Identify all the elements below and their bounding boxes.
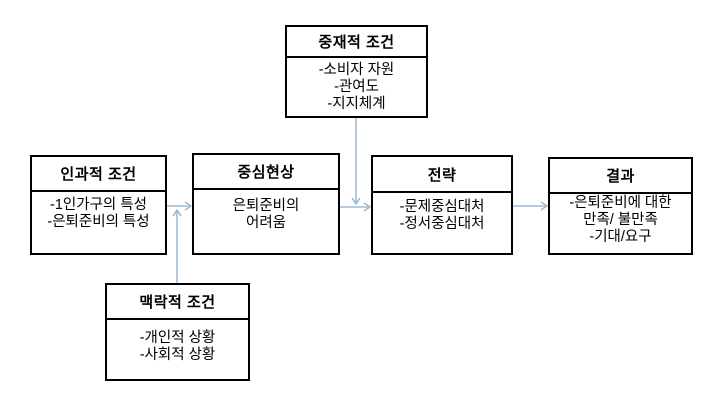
list-item: -문제중심대처 xyxy=(399,199,485,215)
box-result-title: 결과 xyxy=(550,159,691,194)
box-contextual-conditions: 맥락적 조건 -개인적 상황 -사회적 상황 xyxy=(105,283,250,381)
arrow-contextual-up xyxy=(172,208,182,283)
list-item: -개인적 상황 xyxy=(139,330,216,346)
arrow-right-icon xyxy=(184,201,193,211)
arrow-right-icon xyxy=(540,201,549,211)
list-item: -사회적 상황 xyxy=(139,347,216,363)
arrow-up-icon xyxy=(172,208,182,217)
arrow-intervening-down xyxy=(351,118,361,206)
arrow-right-icon xyxy=(363,202,372,212)
box-central-phenomenon-title: 중심현상 xyxy=(194,155,338,190)
box-contextual-conditions-body: -개인적 상황 -사회적 상황 xyxy=(107,320,248,364)
box-strategy-title: 전략 xyxy=(373,157,511,193)
box-intervening-conditions-body: -소비자 자원 -관여도 -지지체계 xyxy=(287,58,426,113)
list-item: -은퇴준비의 특성 xyxy=(47,214,150,230)
list-item: -소비자 자원 xyxy=(318,62,395,78)
box-causal-conditions-title: 인과적 조건 xyxy=(32,157,165,192)
list-item: 어려움 xyxy=(245,215,287,231)
list-item: -정서중심대처 xyxy=(399,216,485,232)
list-item: -관여도 xyxy=(334,79,379,95)
list-item: 은퇴준비의 xyxy=(232,198,300,214)
box-intervening-conditions-title: 중재적 조건 xyxy=(287,27,426,58)
box-strategy-body: -문제중심대처 -정서중심대처 xyxy=(373,193,511,233)
list-item: 만족/ 불만족 xyxy=(583,212,658,228)
box-result-body: -은퇴준비에 대한 만족/ 불만족 -기대/요구 xyxy=(550,194,691,246)
box-result: 결과 -은퇴준비에 대한 만족/ 불만족 -기대/요구 xyxy=(548,157,693,255)
box-central-phenomenon: 중심현상 은퇴준비의 어려움 xyxy=(192,153,340,255)
list-item: -은퇴준비에 대한 xyxy=(569,195,672,211)
box-contextual-conditions-title: 맥락적 조건 xyxy=(107,285,248,320)
box-causal-conditions-body: -1인가구의 특성 -은퇴준비의 특성 xyxy=(32,192,165,231)
box-intervening-conditions: 중재적 조건 -소비자 자원 -관여도 -지지체계 xyxy=(285,25,428,118)
list-item: -1인가구의 특성 xyxy=(50,197,147,213)
arrow-down-icon xyxy=(351,197,361,206)
arrow-causal-to-central xyxy=(167,201,193,211)
arrow-strategy-to-result xyxy=(513,201,549,211)
list-item: -지지체계 xyxy=(327,96,386,112)
arrow-central-to-strategy xyxy=(340,202,372,212)
box-central-phenomenon-body: 은퇴준비의 어려움 xyxy=(194,190,338,232)
list-item: -기대/요구 xyxy=(589,229,652,245)
box-strategy: 전략 -문제중심대처 -정서중심대처 xyxy=(371,155,513,255)
box-causal-conditions: 인과적 조건 -1인가구의 특성 -은퇴준비의 특성 xyxy=(30,155,167,255)
